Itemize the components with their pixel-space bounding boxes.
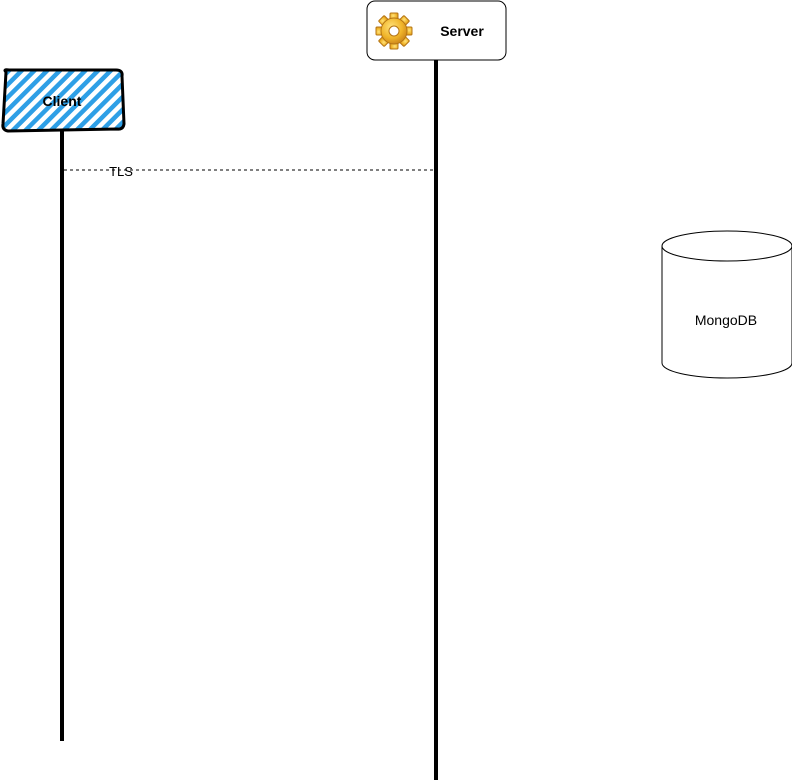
mongodb-cylinder-top [661, 230, 792, 262]
client-participant[interactable]: Client [1, 68, 126, 133]
client-box [1, 68, 126, 133]
server-label: Server [440, 23, 484, 39]
tls-message[interactable]: TLS [64, 164, 433, 179]
mongodb-label: MongoDB [695, 312, 757, 328]
gear-icon [375, 12, 413, 50]
server-participant[interactable]: Server [366, 0, 507, 61]
server-box [366, 0, 507, 61]
mongodb-database[interactable]: MongoDB [661, 230, 792, 379]
mongodb-cylinder-body [661, 246, 792, 379]
client-label: Client [43, 93, 82, 109]
tls-label: TLS [109, 164, 133, 179]
